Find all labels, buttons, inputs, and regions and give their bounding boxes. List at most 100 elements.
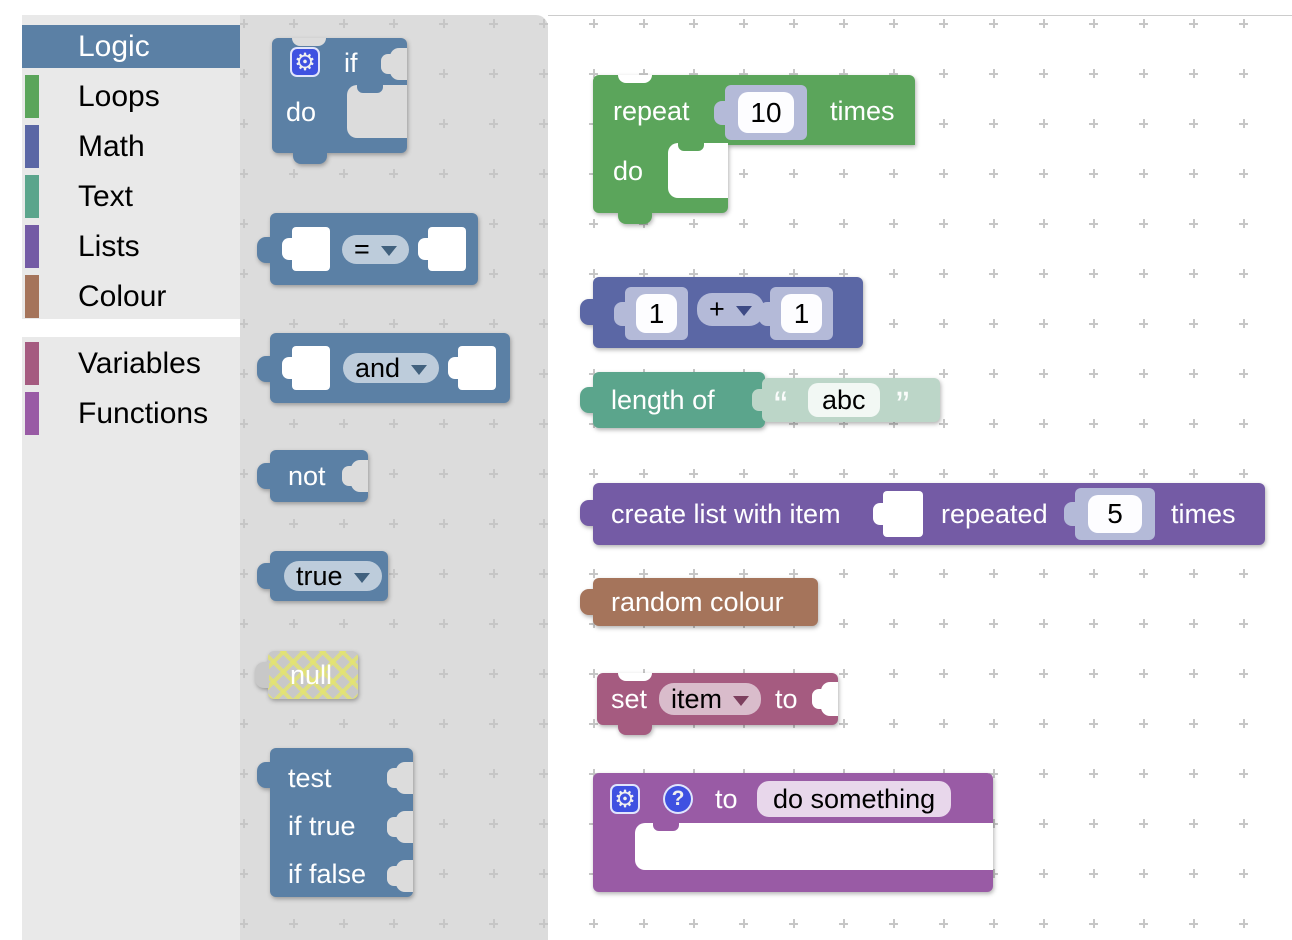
shadow-tab (614, 301, 626, 326)
value-socket (396, 811, 413, 843)
logic-and-block[interactable]: and (257, 333, 510, 403)
logic-null-block-disabled[interactable]: null (255, 651, 358, 699)
text-field[interactable]: abc (808, 383, 880, 417)
count-field[interactable]: 10 (738, 92, 794, 133)
operator-dropdown[interactable]: = (342, 234, 409, 264)
number-shadow-block[interactable]: 1 (759, 287, 833, 340)
toolbox-category-lists[interactable]: Lists (22, 225, 240, 268)
count-field[interactable]: 5 (1088, 495, 1142, 533)
grid-cross (989, 469, 998, 478)
grid-cross (1039, 119, 1048, 128)
grid-cross (889, 19, 898, 28)
grid-cross (1139, 419, 1148, 428)
grid-cross (739, 19, 748, 28)
logic-not-block[interactable]: not (257, 450, 368, 502)
grid-cross (939, 619, 948, 628)
grid-cross (1089, 919, 1098, 928)
count-shadow-block[interactable]: 5 (1064, 488, 1155, 540)
grid-cross (689, 19, 698, 28)
grid-cross (789, 469, 798, 478)
grid-cross (839, 569, 848, 578)
gear-glyph: ⚙ (294, 48, 316, 76)
grid-cross (1239, 169, 1248, 178)
mutator-gear-icon[interactable]: ⚙ (290, 47, 320, 77)
grid-cross (1039, 669, 1048, 678)
variable-dropdown[interactable]: item (659, 683, 762, 715)
function-name-field[interactable]: do something (757, 781, 952, 817)
count-shadow-block[interactable]: 10 (714, 85, 807, 140)
grid-cross (1089, 269, 1098, 278)
number-shadow-block[interactable]: 1 (614, 287, 688, 340)
arithmetic-block[interactable]: 1 + 1 (580, 277, 863, 348)
shadow-tab (752, 389, 763, 411)
shadow-tab (1064, 502, 1076, 526)
chevron-down-icon (733, 695, 750, 706)
toolbox-category-functions[interactable]: Functions (22, 392, 240, 435)
output-plug (580, 387, 594, 413)
grid-cross (1089, 69, 1098, 78)
grid-cross (889, 919, 898, 928)
toolbox-category-logic[interactable]: Logic (22, 25, 240, 68)
category-label: Text (78, 180, 134, 213)
grid-cross (989, 369, 998, 378)
create-list-block[interactable]: create list with item repeated 5 times (580, 483, 1265, 545)
random-colour-block[interactable]: random colour (580, 578, 818, 626)
grid-cross (1089, 319, 1098, 328)
grid-cross (939, 719, 948, 728)
chevron-down-icon (380, 246, 397, 256)
block-bottom-bar (272, 137, 407, 153)
statement-notch (653, 823, 679, 831)
grid-cross (1239, 369, 1248, 378)
grid-cross (939, 919, 948, 928)
grid-cross (1239, 869, 1248, 878)
right-number-field[interactable]: 1 (781, 294, 822, 333)
do-label: do (286, 97, 317, 127)
grid-cross (739, 469, 748, 478)
category-label: Functions (78, 397, 209, 430)
grid-cross (1189, 69, 1198, 78)
repeat-block[interactable]: repeat 10 times do (593, 75, 915, 224)
set-variable-block[interactable]: set item to (597, 673, 838, 735)
grid-cross (1189, 269, 1198, 278)
grid-cross (1239, 919, 1248, 928)
if-label: if (344, 48, 358, 78)
grid-cross (939, 469, 948, 478)
function-definition-block[interactable]: ⚙ ? to do something (593, 773, 993, 892)
grid-cross (1139, 469, 1148, 478)
logic-ternary-block[interactable]: test if true if false (257, 748, 413, 897)
grid-cross (1239, 719, 1248, 728)
help-icon[interactable]: ? (663, 784, 693, 814)
logic-compare-block[interactable]: = (257, 213, 478, 285)
grid-cross (1089, 869, 1098, 878)
if-do-block[interactable]: ⚙ if do (272, 38, 407, 164)
grid-cross (839, 619, 848, 628)
toolbox-category-colour[interactable]: Colour (22, 275, 240, 318)
statement-cutout (635, 823, 993, 870)
grid-cross (989, 669, 998, 678)
grid-cross (1189, 369, 1198, 378)
logic-boolean-block[interactable]: true (257, 551, 388, 601)
dropdown-label: and (355, 352, 401, 383)
grid-cross (1089, 719, 1098, 728)
toolbox-category-loops[interactable]: Loops (22, 75, 240, 118)
category-color-swatch (25, 275, 39, 318)
toolbox-category-text[interactable]: Text (22, 175, 240, 218)
toolbox-category-variables[interactable]: Variables (22, 342, 240, 385)
mutator-gear-icon[interactable]: ⚙ (610, 784, 640, 814)
input-socket (883, 491, 923, 537)
text-shadow-block[interactable]: “ abc ” (752, 378, 940, 426)
grid-cross (889, 719, 898, 728)
grid-cross (839, 19, 848, 28)
category-color-swatch (25, 75, 39, 118)
operator-dropdown[interactable]: + (697, 293, 764, 326)
left-number-field[interactable]: 1 (636, 294, 677, 333)
grid-cross (1139, 869, 1148, 878)
operator-dropdown[interactable]: and (343, 352, 440, 383)
toolbox-category-math[interactable]: Math (22, 125, 240, 168)
category-color-swatch (25, 225, 39, 268)
length-of-block[interactable]: length of “ abc ” (580, 372, 943, 428)
boolean-dropdown[interactable]: true (284, 561, 382, 591)
grid-cross (939, 119, 948, 128)
category-label: Lists (78, 230, 140, 263)
